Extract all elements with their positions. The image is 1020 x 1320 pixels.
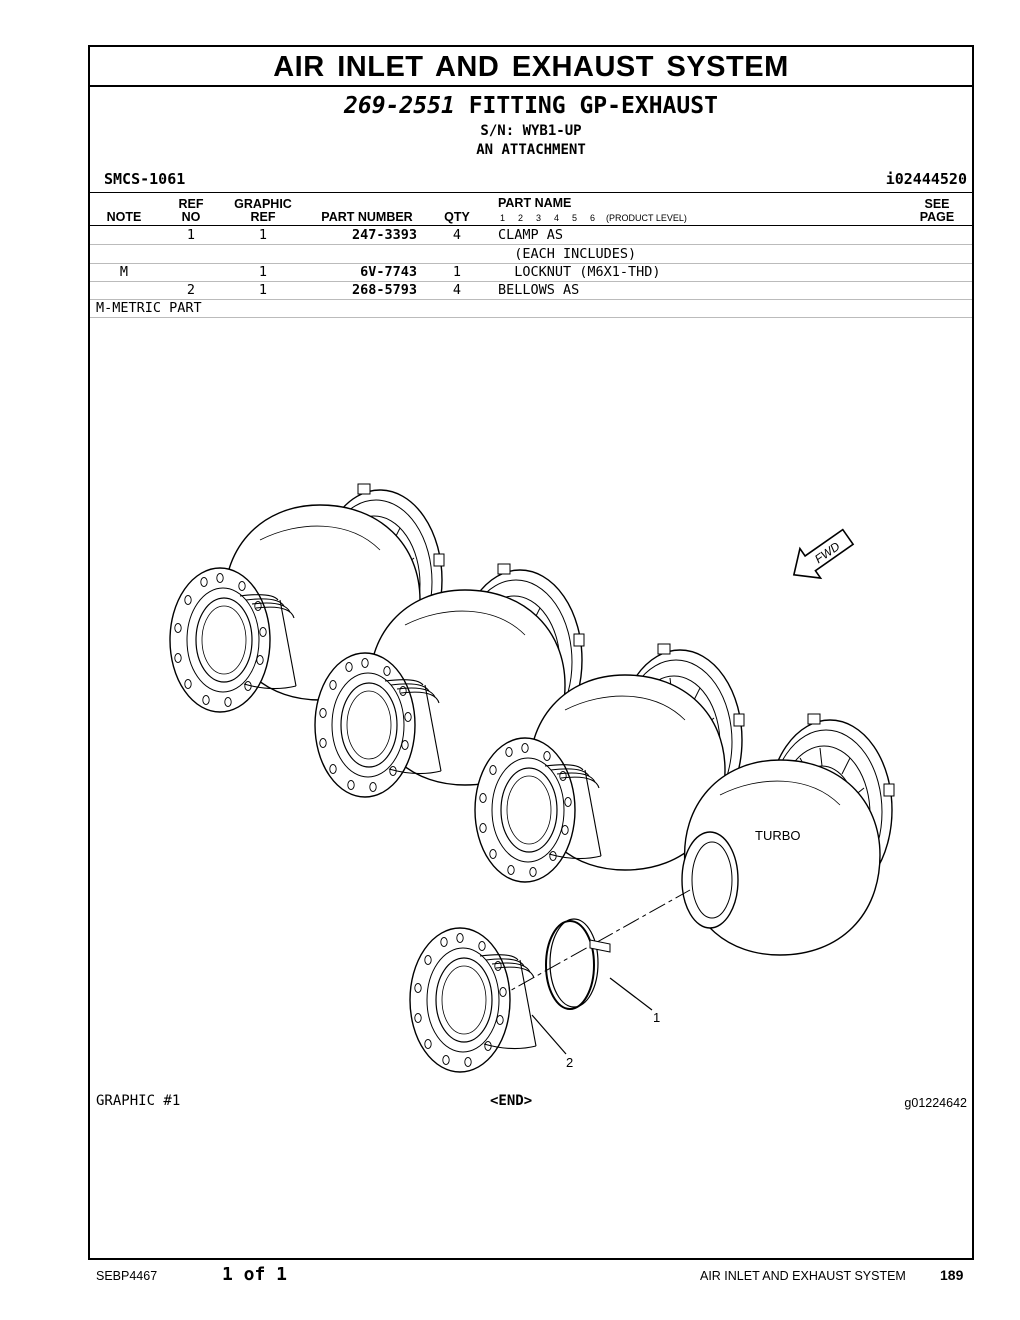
illustration-id: i02444520 (885, 170, 967, 188)
row-divider (90, 263, 972, 264)
col-note: NOTE (106, 210, 142, 224)
graphic-id: g01224642 (904, 1096, 967, 1110)
col-ref-top: REF (178, 197, 204, 211)
col-ref-bottom: NO (181, 210, 201, 224)
exploded-view-illustration: TURBO 1 2 FWD (169, 483, 895, 1073)
group-title: 269-2551 FITTING GP-EXHAUST (90, 93, 972, 119)
row-2-part-name: (EACH INCLUDES) (498, 246, 637, 262)
col-part-name: PART NAME (498, 196, 572, 210)
note-rule (90, 317, 972, 318)
product-level-3: 3 (536, 213, 542, 223)
row-4-ref-no: 2 (186, 282, 196, 298)
product-level-1: 1 (500, 213, 506, 223)
col-graphic-top: GRAPHIC (234, 197, 292, 211)
row-divider (90, 244, 972, 245)
row-3-note: M (119, 264, 129, 280)
attachment-label: AN ATTACHMENT (476, 142, 586, 158)
bellows-part (409, 927, 537, 1073)
product-level-2: 2 (518, 213, 524, 223)
callout-2-leader (531, 1014, 567, 1055)
col-part-number: PART NUMBER (321, 210, 413, 224)
page-frame: AIR INLET AND EXHAUST SYSTEM 269-2551 FI… (88, 45, 974, 1260)
header-rule (90, 225, 972, 226)
table-top-rule (90, 192, 972, 193)
smcs-code: SMCS-1061 (104, 170, 186, 188)
row-divider (90, 281, 972, 282)
serial-number: S/N: WYB1-UP (480, 123, 582, 139)
row-3-graphic-ref: 1 (258, 264, 268, 280)
callout-1: 1 (653, 1010, 660, 1025)
turbo-label: TURBO (755, 828, 801, 843)
fwd-arrow: FWD (792, 528, 855, 580)
document-id: SEBP4467 (96, 1269, 158, 1283)
group-name: FITTING GP-EXHAUST (468, 93, 718, 119)
row-1-part-name: CLAMP AS (498, 227, 564, 243)
row-3-qty: 1 (452, 264, 462, 280)
graphic-label: GRAPHIC #1 (96, 1093, 181, 1109)
page-count: 1 of 1 (222, 1264, 288, 1285)
turbo-outlet (681, 831, 739, 929)
callout-2: 2 (566, 1055, 573, 1070)
row-divider (90, 299, 972, 300)
product-level-label: (PRODUCT LEVEL) (606, 213, 687, 223)
col-qty: QTY (444, 210, 470, 224)
page-number: 189 (940, 1267, 964, 1283)
col-see-top: SEE (924, 197, 950, 211)
col-see-bottom: PAGE (919, 210, 955, 224)
end-marker: <END> (490, 1093, 533, 1109)
col-graphic-bottom: REF (250, 210, 276, 224)
row-1-graphic-ref: 1 (258, 227, 268, 243)
footer-section: AIR INLET AND EXHAUST SYSTEM (700, 1269, 906, 1283)
metric-note: M-METRIC PART (96, 300, 202, 316)
row-1-ref-no: 1 (186, 227, 196, 243)
clamp-part (545, 918, 611, 1010)
row-1-part-number: 247-3393 (351, 227, 417, 243)
row-3-part-name: LOCKNUT (M6X1-THD) (498, 264, 661, 280)
product-level-4: 4 (554, 213, 560, 223)
product-level-5: 5 (572, 213, 578, 223)
section-title: AIR INLET AND EXHAUST SYSTEM (90, 47, 972, 87)
callout-1-leader (609, 977, 653, 1011)
row-4-part-name: BELLOWS AS (498, 282, 580, 298)
row-4-part-number: 268-5793 (351, 282, 417, 298)
row-3-part-number: 6V-7743 (360, 264, 417, 280)
row-4-qty: 4 (452, 282, 462, 298)
product-level-6: 6 (590, 213, 596, 223)
row-1-qty: 4 (452, 227, 462, 243)
row-4-graphic-ref: 1 (258, 282, 268, 298)
group-number: 269-2551 (344, 93, 455, 119)
